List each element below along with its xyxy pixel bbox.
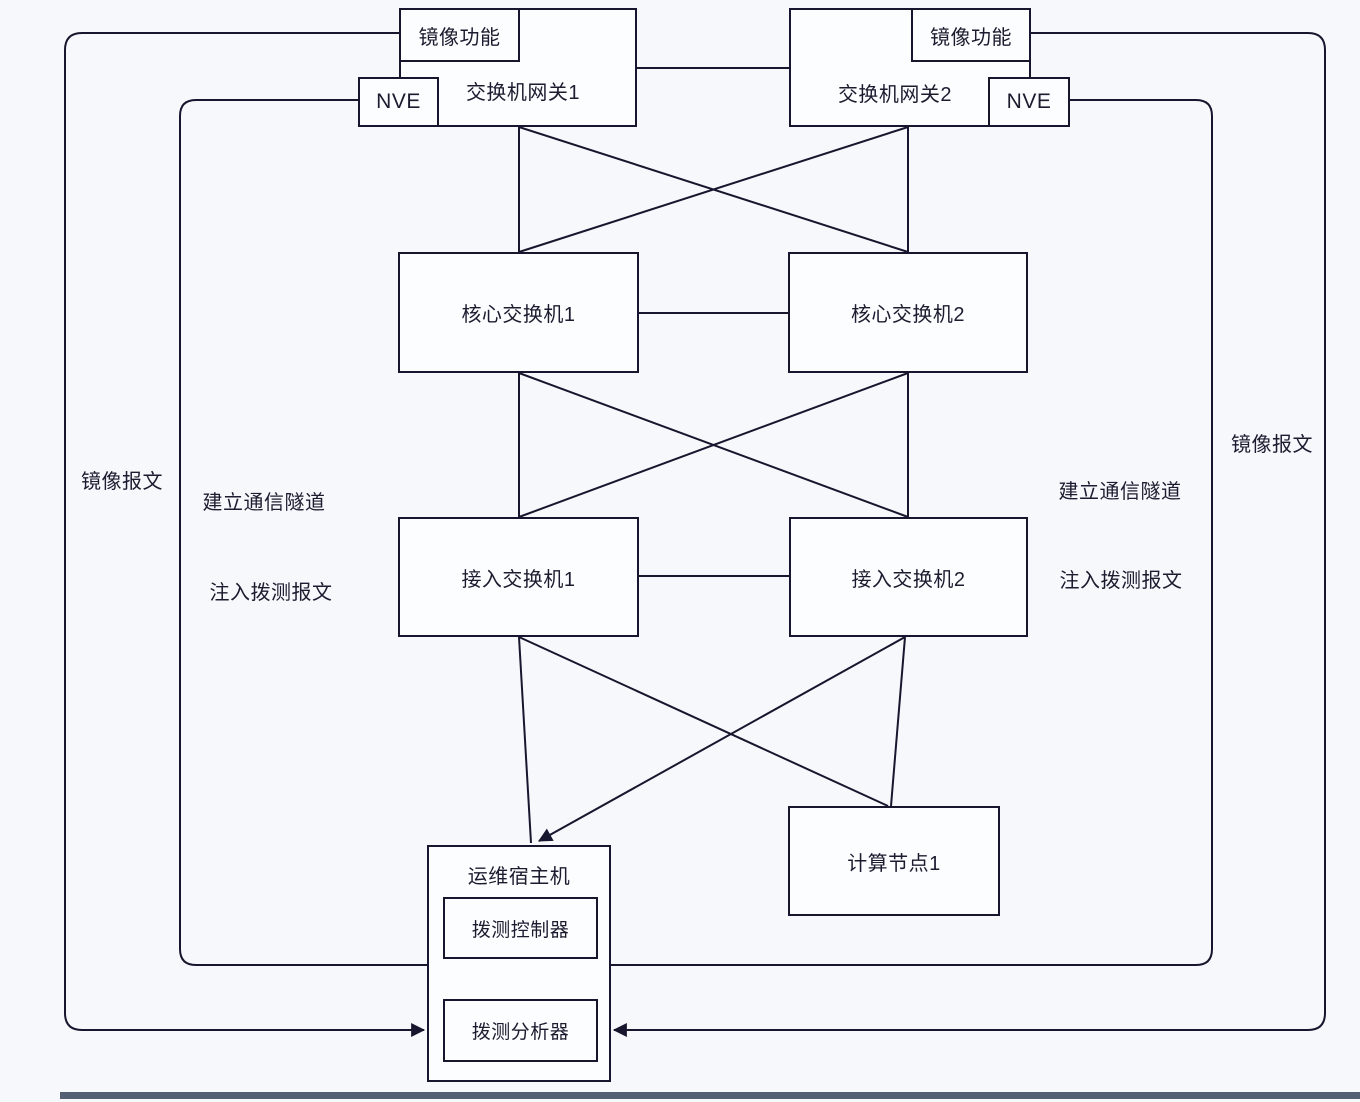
right-mirror-packet-label: 镜像报文 <box>1231 434 1313 456</box>
dial-test-analyzer-label: 拨测分析器 <box>471 1022 570 1043</box>
nve2-label: NVE <box>1006 90 1052 113</box>
left-mirror-packet-label: 镜像报文 <box>81 471 163 493</box>
access-switch-1-label: 接入交换机1 <box>461 568 576 591</box>
link-core2-access1 <box>518 372 909 518</box>
nve1-box: NVE <box>358 77 439 127</box>
access-switch-1-box: 接入交换机1 <box>398 517 639 637</box>
link-access1-host <box>518 636 532 844</box>
gateway1-label: 交换机网关1 <box>465 82 581 104</box>
core-switch-1-label: 核心交换机1 <box>461 304 576 326</box>
outer-frame-right <box>612 32 1326 1037</box>
core-switch-2-label: 核心交换机2 <box>850 304 966 326</box>
link-gw2-core1 <box>518 126 909 253</box>
mirror-function-1-box: 镜像功能 <box>399 8 520 62</box>
compute-node-1-label: 计算节点1 <box>847 852 941 875</box>
inner-frame-left <box>179 99 427 966</box>
right-inject-probe-label: 注入拨测报文 <box>1059 570 1183 592</box>
access-switch-2-label: 接入交换机2 <box>851 568 966 591</box>
inner-frame-right <box>611 99 1213 966</box>
om-host-label: 运维宿主机 <box>467 866 571 888</box>
dial-test-controller-box: 拨测控制器 <box>443 897 598 959</box>
nve1-label: NVE <box>376 90 421 113</box>
link-access1-compute1 <box>518 636 889 807</box>
left-inject-probe-label: 注入拨测报文 <box>209 582 333 604</box>
core-switch-2-box: 核心交换机2 <box>788 252 1028 373</box>
outer-frame-left <box>64 32 426 1037</box>
compute-node-1-box: 计算节点1 <box>788 806 1000 916</box>
link-access2-compute1 <box>890 636 906 807</box>
left-build-tunnel-label: 建立通信隧道 <box>202 492 326 514</box>
mirror-function-1-label: 镜像功能 <box>418 26 501 49</box>
nve2-box: NVE <box>988 77 1070 127</box>
core-switch-1-box: 核心交换机1 <box>398 252 639 373</box>
right-build-tunnel-label: 建立通信隧道 <box>1058 481 1182 503</box>
mirror-function-2-label: 镜像功能 <box>930 26 1012 49</box>
mirror-function-2-box: 镜像功能 <box>911 8 1031 62</box>
dial-test-analyzer-box: 拨测分析器 <box>443 999 598 1062</box>
access-switch-2-box: 接入交换机2 <box>789 517 1028 637</box>
gateway2-label: 交换机网关2 <box>837 84 953 106</box>
link-access2-host <box>538 636 906 842</box>
dial-test-controller-label: 拨测控制器 <box>471 919 570 941</box>
bottom-edge-bar <box>60 1092 1360 1099</box>
